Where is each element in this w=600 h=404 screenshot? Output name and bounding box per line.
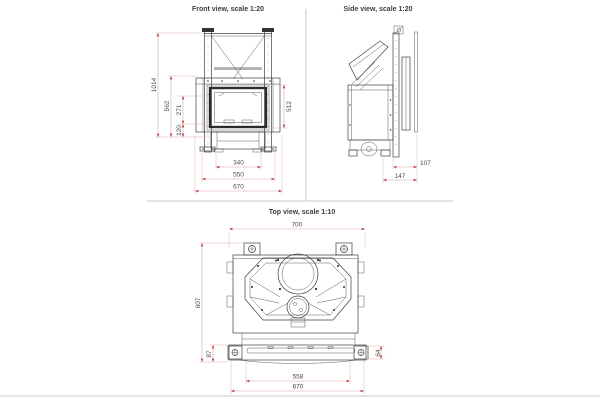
- dim-front-base-height: 120: [176, 125, 183, 136]
- front-view-dimensions: 1014 562 271 120 512 340 550 670: [151, 32, 293, 194]
- side-view-title: Side view, scale 1:20: [343, 6, 412, 13]
- panel-dividers: [0, 9, 600, 397]
- top-view-dimensions: 700 607 87 64 558 670: [195, 222, 385, 394]
- dim-front-upper-height: 562: [164, 100, 171, 111]
- top-view-title: Top view, scale 1:10: [269, 209, 336, 216]
- side-view: Side view, scale 1:20: [343, 6, 431, 183]
- side-view-dimensions: 107 147: [382, 134, 431, 183]
- front-view: Front view, scale 1:20: [151, 6, 293, 194]
- dim-top-overall-width: 700: [292, 222, 303, 229]
- top-view-drawing: [226, 242, 369, 364]
- dim-front-glass-height: 512: [286, 101, 293, 112]
- dim-side-rear-depth: 147: [395, 173, 406, 180]
- top-view: Top view, scale 1:10: [195, 209, 385, 394]
- front-view-drawing: [195, 28, 281, 153]
- front-view-title: Front view, scale 1:20: [192, 6, 264, 13]
- dim-front-inner-width: 340: [233, 160, 244, 167]
- dim-front-overall-height: 1014: [151, 77, 158, 92]
- dim-top-overall-depth: 607: [195, 297, 202, 308]
- dim-top-front-width: 670: [293, 384, 304, 391]
- dim-top-front-height: 87: [206, 350, 213, 358]
- dim-front-overall-width: 670: [233, 184, 244, 191]
- dim-side-rear-offset: 107: [420, 160, 431, 167]
- side-view-drawing: [347, 25, 418, 158]
- dim-front-body-width: 550: [233, 172, 244, 179]
- dim-front-mid-height: 271: [176, 104, 183, 115]
- dim-top-side-height: 64: [375, 349, 382, 357]
- dim-top-glass-width: 558: [293, 374, 304, 381]
